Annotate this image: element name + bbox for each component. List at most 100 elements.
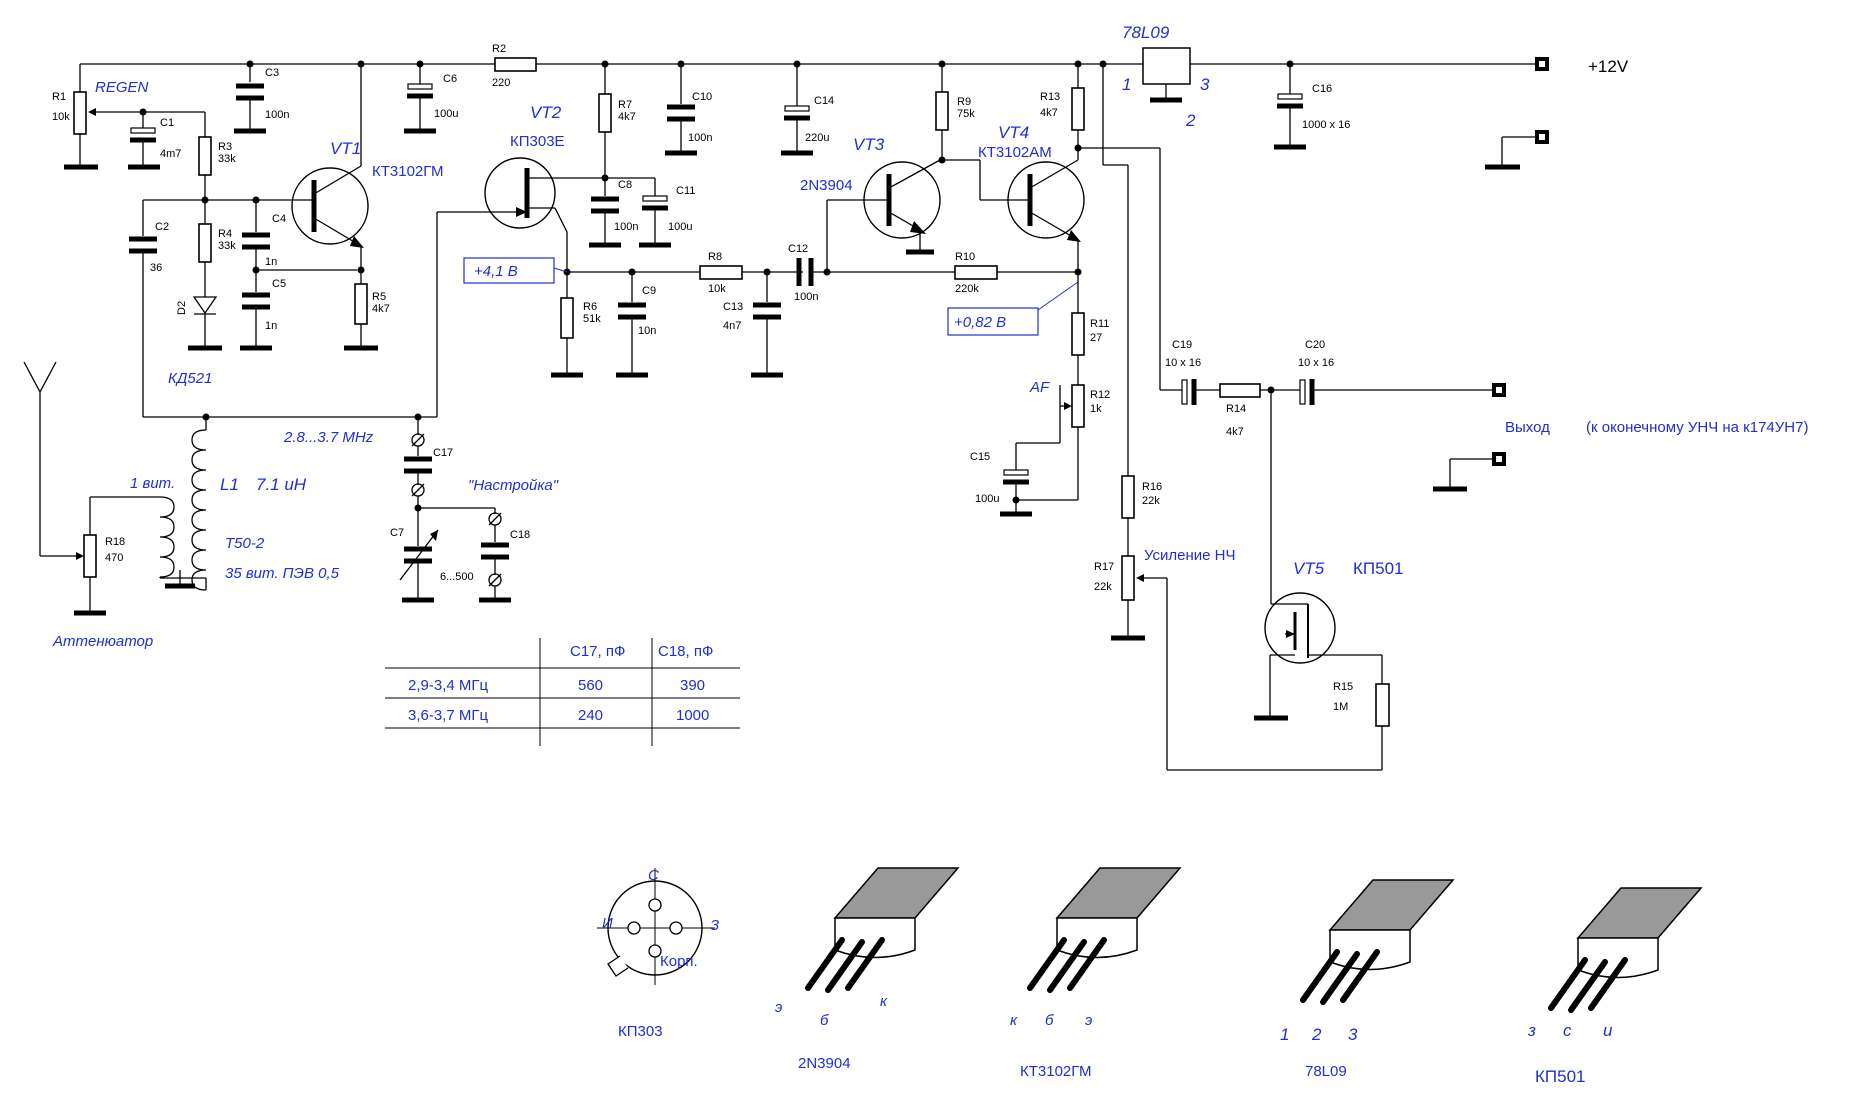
R12-ref: R12 (1090, 389, 1110, 401)
table-row-2-c18: 1000 (676, 707, 709, 724)
R9-value: 75k (957, 108, 975, 120)
supply-label: +12V (1588, 57, 1629, 76)
C12-capacitor: C12 100n (788, 243, 1075, 303)
C12-ref: C12 (788, 243, 808, 255)
C3-capacitor: C3 100n (234, 64, 289, 134)
C2-capacitor: C2 36 (129, 199, 310, 417)
regulator-78L09: 78L09 1 3 2 (1122, 23, 1210, 130)
C19-capacitor: C19 10 x 16 (1165, 339, 1220, 405)
R18-ref: R18 (105, 536, 125, 548)
C18-capacitor: C18 (418, 507, 530, 603)
table-row-1-c17: 560 (578, 677, 603, 694)
R8-ref: R8 (708, 251, 722, 263)
n3904-pin-e: э (775, 999, 782, 1016)
R18-function: Аттенюатор (52, 633, 153, 650)
VT3-ref: VT3 (853, 135, 885, 154)
ground-terminal-top (1485, 130, 1549, 170)
C19-value: 10 x 16 (1165, 357, 1201, 369)
voltage-box-vt4: +0,82 В (947, 281, 1079, 336)
R13-resistor: R13 4k7 (1040, 64, 1160, 152)
C7-value: 6...500 (440, 571, 474, 583)
C1-ref: C1 (160, 117, 174, 129)
C2-ref: C2 (155, 221, 169, 233)
C9-ref: C9 (642, 285, 656, 297)
n3904-name: 2N3904 (798, 1055, 851, 1072)
power-rail (80, 60, 1541, 68)
kt3102-pin-e: э (1085, 1012, 1092, 1029)
VT4-ref: VT4 (998, 123, 1029, 142)
R7-value: 4k7 (618, 111, 636, 123)
R7-resistor: R7 4k7 (598, 64, 636, 182)
R3-resistor: R3 33k (198, 112, 236, 224)
C16-value: 1000 x 16 (1302, 119, 1350, 131)
C1-capacitor: C1 4m7 (128, 108, 181, 170)
C7-variable-capacitor: C7 6...500 (390, 527, 474, 603)
VT4-transistor: VT4 КТ3102АМ (978, 123, 1085, 276)
kp303-pin-case: Корп. (660, 953, 698, 970)
R7-ref: R7 (618, 99, 632, 111)
C16-capacitor: C16 1000 x 16 (1274, 64, 1350, 150)
R6-ref: R6 (583, 301, 597, 313)
R8-value: 10k (708, 283, 726, 295)
C13-value: 4n7 (723, 320, 741, 332)
L1-inductor: L1 7.1 иН Т50-2 35 вит. ПЭВ 0,5 2.8...3.… (180, 417, 374, 591)
R11-resistor: R11 27 (1071, 272, 1109, 385)
C6-value: 100u (434, 108, 458, 120)
R1-value: 10k (52, 111, 70, 123)
C12-value: 100n (794, 291, 818, 303)
coil-primary-turns: 1 вит. (130, 475, 175, 492)
output-wiring (1102, 64, 1182, 476)
R4-resistor: R4 33k (198, 223, 236, 297)
kp303-name: КП303 (618, 1023, 663, 1040)
R18-potentiometer: R18 470 Аттенюатор (52, 496, 160, 650)
kp501-pin-i: и (1603, 1021, 1613, 1040)
R5-ref: R5 (372, 291, 386, 303)
C9-value: 10n (638, 325, 656, 337)
C14-value: 220u (805, 132, 829, 144)
C10-value: 100n (688, 132, 712, 144)
tuning-text: "Настройка" (468, 477, 559, 494)
C8-value: 100n (614, 221, 638, 233)
output-label: Выход (1505, 419, 1550, 436)
pinout-kt3102: к б э КТ3102ГМ (1010, 867, 1182, 1080)
band-label: 2.8...3.7 MHz (283, 429, 374, 446)
R9-resistor: R9 75k (935, 64, 1026, 201)
C10-capacitor: C10 100n (665, 64, 712, 156)
regulator-name: 78L09 (1122, 23, 1170, 42)
L1-core: Т50-2 (225, 535, 265, 552)
table-row-1-band: 2,9-3,4 МГц (408, 677, 488, 694)
supply-terminal: +12V (1535, 57, 1629, 76)
C20-ref: C20 (1305, 339, 1325, 351)
table-row-2-c17: 240 (578, 707, 603, 724)
C19-ref: C19 (1172, 339, 1192, 351)
VT2-ref: VT2 (530, 103, 562, 122)
VT2-type: КП303Е (510, 133, 565, 150)
C8-ref: C8 (618, 179, 632, 191)
C11-capacitor: C11 100u (639, 178, 695, 248)
R16-value: 22k (1142, 495, 1160, 507)
C17-ref: C17 (433, 447, 453, 459)
kp303-pin-s: С (648, 867, 659, 884)
C11-ref: C11 (676, 185, 695, 197)
kt3102-pin-k: к (1010, 1012, 1018, 1029)
R1-ref: R1 (52, 91, 66, 103)
R16-ref: R16 (1142, 481, 1162, 493)
C20-capacitor: C20 10 x 16 (1298, 339, 1492, 405)
R5-value: 4k7 (372, 303, 390, 315)
VT3-transistor: VT3 2N3904 (800, 135, 942, 272)
C18-ref: C18 (510, 529, 530, 541)
C14-ref: C14 (814, 95, 834, 107)
R1-function: REGEN (95, 79, 149, 96)
C10-ref: C10 (692, 91, 712, 103)
R10-ref: R10 (955, 251, 975, 263)
C11-value: 100u (668, 221, 692, 233)
C5-capacitor: C5 1n (240, 266, 357, 351)
R6-resistor: R6 51k (551, 271, 803, 378)
R12-value: 1k (1090, 403, 1102, 415)
l78l09-pin-2: 2 (1311, 1025, 1322, 1044)
R18-value: 470 (105, 552, 123, 564)
L1-inductance: 7.1 иН (256, 475, 307, 494)
table-header-c18: С18, пФ (658, 643, 713, 660)
R2-value: 220 (492, 77, 510, 89)
R4-ref: R4 (218, 228, 232, 240)
